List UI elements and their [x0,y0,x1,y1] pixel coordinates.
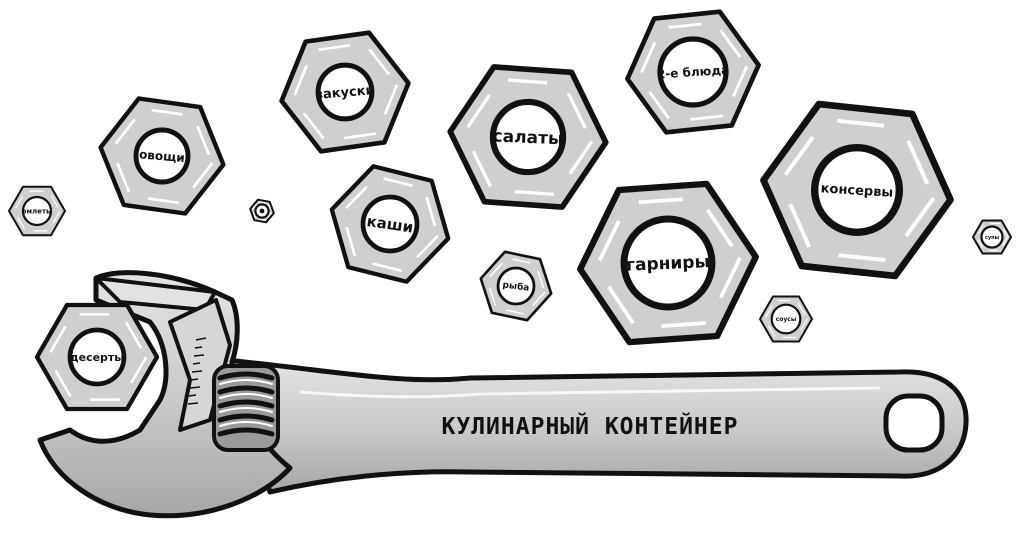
nut-hole-soups [980,225,1004,249]
nut-hole-desserts [67,327,127,387]
nut-label-omelets: омлеты [22,207,53,215]
nut-hole-side-dishes [620,215,716,311]
nut-label-vegetables: овощи [139,147,186,165]
nuts-layer: омлеты овощи закуски каши салаты рыба 2-е блюд… [8,9,1012,412]
nut-tiny[interactable] [249,198,275,224]
nut-label-salads: салаты [492,126,563,149]
nut-hole-salads [489,98,567,176]
nut-omelets[interactable]: омлеты [8,185,66,237]
nut-label-snacks: закуски [315,83,375,103]
nut-label-soups: супы [985,235,1000,241]
nut-hole-fish [496,266,536,306]
nut-hole-porridge [360,194,420,254]
wrench-handle [222,357,969,495]
wrench: КУЛИНАРНЫЙ КОНТЕЙНЕР [37,270,969,519]
wrench-scale [187,337,207,405]
nut-hole-main-courses [657,36,729,108]
nut-hole-canned [811,143,904,236]
nut-hole-vegetables [133,127,191,185]
wrench-worm-gear [212,364,280,452]
nut-label-main-courses: 2-е блюда [657,63,730,82]
wrench-title: КУЛИНАРНЫЙ КОНТЕЙНЕР [442,412,739,440]
nut-highlight-soups [975,222,1009,252]
nut-porridge[interactable]: каши [329,164,451,284]
nut-label-desserts: десерты [70,351,125,364]
wrench-hanging-hole [883,393,945,453]
nut-sauces[interactable]: соусы [759,295,813,343]
nut-canned[interactable]: консервы [760,100,954,280]
nut-desserts[interactable]: десерты [34,302,160,412]
nut-label-sauces: соусы [776,316,797,323]
nut-side-dishes[interactable]: гарниры [577,180,759,346]
nut-hole-omelets [21,195,53,227]
nut-label-fish: рыба [502,279,530,293]
nut-label-canned: консервы [820,181,893,201]
nut-hole-snacks [315,62,375,122]
nut-hole-sauces [770,303,802,335]
wrench-handle-groove [299,386,881,399]
nut-salads[interactable]: салаты [447,64,609,210]
nut-center-tiny [259,208,265,214]
nut-snacks[interactable]: закуски [279,30,411,154]
nut-label-side-dishes: гарниры [626,252,710,275]
nut-soups[interactable]: супы [972,219,1012,255]
nut-vegetables[interactable]: овощи [98,96,226,216]
nut-main-courses[interactable]: 2-е блюда [625,9,761,135]
nut-fish[interactable]: рыба [479,250,553,322]
